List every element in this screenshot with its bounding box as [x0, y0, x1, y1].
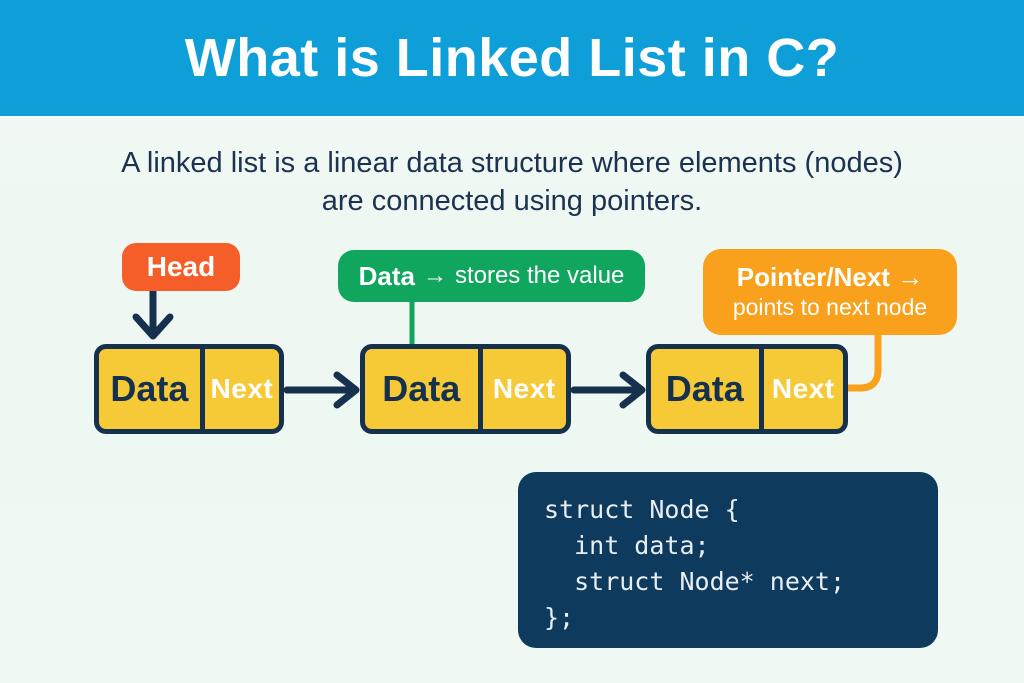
list-node-3: Data Next — [646, 344, 848, 434]
data-label: Data → stores the value — [338, 250, 645, 302]
page-title: What is Linked List in C? — [184, 28, 840, 88]
node-data-cell: Data — [651, 349, 764, 429]
head-arrow — [132, 286, 174, 340]
pointer-label: Pointer/Next → points to next node — [703, 249, 957, 335]
data-label-keyword: Data — [358, 260, 415, 291]
right-arrow-icon: → — [897, 262, 924, 292]
list-node-1: Data Next — [94, 344, 284, 434]
description-line2: are connected using pointers. — [321, 185, 703, 217]
node-data-cell: Data — [365, 349, 483, 429]
list-node-2: Data Next — [360, 344, 571, 434]
pointer-label-line2: points to next node — [732, 294, 928, 320]
node2-to-node3-arrow — [570, 371, 646, 409]
head-label: Head — [122, 243, 240, 291]
pointer-label-line1: Pointer/Next → — [737, 262, 923, 292]
code-block: struct Node { int data; struct Node* nex… — [518, 472, 938, 648]
node-next-cell: Next — [210, 373, 274, 404]
right-arrow-icon: → — [422, 262, 447, 289]
node-next-cell: Next — [771, 373, 835, 404]
data-label-text: stores the value — [454, 262, 625, 289]
node-data-cell: Data — [99, 349, 205, 429]
description-line1: A linked list is a linear data structure… — [121, 147, 903, 179]
node1-to-node2-arrow — [283, 371, 360, 409]
description: A linked list is a linear data structure… — [0, 144, 1024, 220]
pointer-label-keyword: Pointer/Next — [736, 262, 890, 292]
head-label-text: Head — [146, 251, 216, 282]
pointer-label-connector — [843, 328, 882, 392]
node-next-cell: Next — [492, 373, 556, 404]
header-banner: What is Linked List in C? — [0, 0, 1024, 116]
